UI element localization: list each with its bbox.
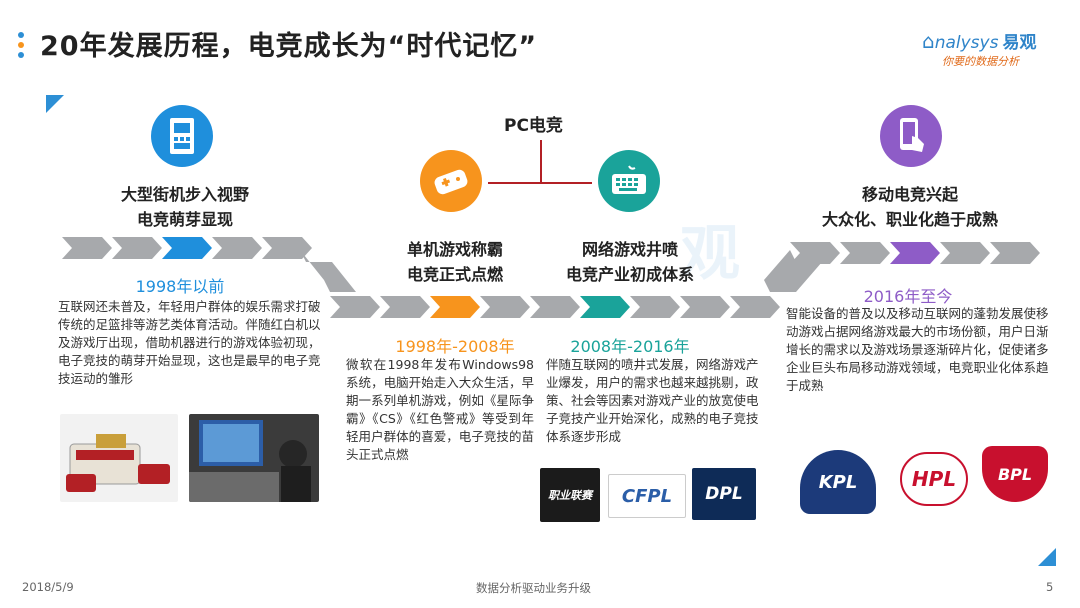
era-3-description: 伴随互联网的喷井式发展，网络游戏产业爆发，用户的需求也越来越挑剔，政策、社会等因…: [546, 357, 759, 444]
era-4-period: 2016年至今: [863, 287, 953, 306]
timeline-chevron: [112, 237, 162, 259]
footer-tagline: 数据分析驱动业务升级: [476, 581, 591, 595]
timeline-chevron: [530, 296, 580, 318]
timeline-chevron: [262, 237, 312, 259]
famicom-console-image: [60, 414, 178, 502]
page-number: 5: [1046, 580, 1054, 594]
timeline-chevron: [62, 237, 112, 259]
timeline-connector: [764, 250, 822, 292]
era-1-description: 互联网还未普及，年轻用户群体的娱乐需求打破传统的足篮排等游艺类体育活动。伴随红白…: [58, 299, 321, 386]
page-title: 20年发展历程，电竞成长为“时代记忆”: [40, 31, 538, 62]
timeline-chevron: [990, 242, 1040, 264]
era-2-period: 1998年-2008年: [395, 337, 515, 356]
dpl-logo: DPL: [692, 468, 756, 520]
timeline-chevron: [162, 237, 212, 259]
timeline-chevron: [212, 237, 262, 259]
pro-league-logo: 职业联赛: [540, 468, 600, 522]
mobile-touch-icon: [880, 105, 942, 167]
pc-label: PC电竞: [504, 116, 563, 136]
pc-bracket: [488, 140, 592, 184]
logo-text: nalysys: [934, 33, 999, 53]
timeline-chevron: [430, 296, 480, 318]
logo-cn: 易观: [1002, 33, 1037, 53]
timeline-chevron: [580, 296, 630, 318]
era-1-period: 1998年以前: [135, 277, 225, 296]
arcade-machine-photo: [189, 414, 319, 502]
timeline-chevron: [730, 296, 780, 318]
logo-tagline: 你要的数据分析: [942, 55, 1019, 68]
bpl-logo: BPL: [982, 446, 1048, 502]
timeline-chevron: [480, 296, 530, 318]
era-4-heading: 移动电竞兴起 大众化、职业化趋于成熟: [821, 185, 998, 229]
corner-decoration: [46, 95, 64, 113]
era-3-period: 2008年-2016年: [570, 337, 690, 356]
timeline-chevron: [630, 296, 680, 318]
era-2-description: 微软在1998年发布Windows98系统，电脑开始走入大众生活，早期一系列单机…: [346, 357, 534, 462]
timeline-chevron: [680, 296, 730, 318]
era-1-heading: 大型街机步入视野 电竞萌芽显现: [120, 185, 249, 229]
timeline-chevron: [380, 296, 430, 318]
era-4-description: 智能设备的普及以及移动互联网的蓬勃发展使移动游戏占据网络游戏最大的市场份额，用户…: [786, 306, 1049, 393]
arcade-icon: [151, 105, 213, 167]
timeline-connector: [300, 250, 356, 292]
footer-date: 2018/5/9: [22, 580, 74, 594]
timeline-chevron: [330, 296, 380, 318]
watermark: 观: [680, 219, 740, 289]
timeline-chevron: [840, 242, 890, 264]
timeline-chevron: [890, 242, 940, 264]
cfpl-logo: CFPL: [608, 474, 686, 518]
corner-decoration: [1038, 548, 1056, 566]
gamepad-icon: [420, 150, 482, 212]
era-3-heading: 网络游戏井喷 电竞产业初成体系: [565, 240, 694, 284]
keyboard-icon: [598, 150, 660, 212]
era-2-heading: 单机游戏称霸 电竞正式点燃: [406, 240, 503, 284]
timeline-chevron: [940, 242, 990, 264]
timeline-chevron: [790, 242, 840, 264]
kpl-logo: KPL: [800, 450, 876, 514]
hpl-logo: HPL: [900, 452, 968, 506]
